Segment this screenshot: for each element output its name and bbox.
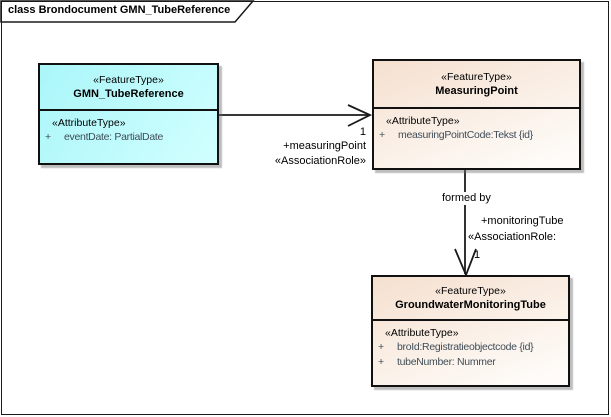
association-stereotype-label-monitoringtube: «AssociationRole:: [468, 231, 557, 243]
class-name: MeasuringPoint: [435, 84, 518, 97]
class-header: «FeatureType» MeasuringPoint: [374, 61, 579, 109]
class-header: «FeatureType» GMN_TubeReference: [40, 65, 217, 111]
attribute-text: measuringPointCode:Tekst {id}: [398, 129, 533, 141]
class-attribute-compartment: «AttributeType» + measuringPointCode:Tek…: [374, 109, 579, 143]
attribute-stereotype: «AttributeType»: [385, 327, 459, 339]
attribute-row: + tubeNumber: Nummer: [373, 355, 568, 370]
attribute-text: eventDate: PartialDate: [64, 131, 164, 143]
association-measuringpoint-arrowhead: [347, 104, 373, 127]
class-groundwatermonitoringtube[interactable]: «FeatureType» GroundwaterMonitoringTube …: [371, 275, 570, 387]
role-label-monitoringtube: +monitoringTube: [481, 215, 564, 227]
attribute-stereotype: «AttributeType»: [386, 115, 460, 127]
class-measuringpoint[interactable]: «FeatureType» MeasuringPoint «AttributeT…: [372, 59, 581, 170]
class-gmn-tubereference[interactable]: «FeatureType» GMN_TubeReference «Attribu…: [38, 63, 219, 165]
class-stereotype: «FeatureType»: [93, 73, 164, 86]
attribute-row: + measuringPointCode:Tekst {id}: [374, 128, 579, 143]
multiplicity-label-monitoringtube: 1: [474, 249, 481, 261]
attribute-row: + broId:Registratieobjectcode {id}: [373, 340, 568, 355]
attribute-visibility: +: [379, 129, 386, 141]
attribute-text: tubeNumber: Nummer: [397, 356, 496, 368]
attribute-text: broId:Registratieobjectcode {id}: [397, 341, 534, 353]
attribute-stereotype: «AttributeType»: [52, 117, 126, 129]
multiplicity-label-measuringpoint: 1: [359, 126, 366, 138]
attribute-visibility: +: [45, 131, 52, 143]
class-stereotype: «FeatureType»: [441, 70, 512, 83]
association-name-label-formed-by: formed by: [440, 192, 493, 205]
class-stereotype: «FeatureType»: [435, 284, 506, 297]
attribute-row: + eventDate: PartialDate: [40, 130, 217, 145]
attribute-visibility: +: [378, 356, 385, 368]
class-attribute-compartment: «AttributeType» + eventDate: PartialDate: [40, 111, 217, 145]
class-attribute-compartment: «AttributeType» + broId:Registratieobjec…: [373, 321, 568, 370]
role-label-measuringpoint: +measuringPoint: [283, 140, 366, 152]
class-name: GMN_TubeReference: [73, 87, 184, 100]
attribute-visibility: +: [378, 341, 385, 353]
association-stereotype-label-measuringpoint: «AssociationRole»: [274, 155, 366, 167]
class-header: «FeatureType» GroundwaterMonitoringTube: [373, 277, 568, 321]
class-name: GroundwaterMonitoringTube: [395, 298, 546, 311]
frame-title: class Brondocument GMN_TubeReference: [8, 4, 231, 16]
